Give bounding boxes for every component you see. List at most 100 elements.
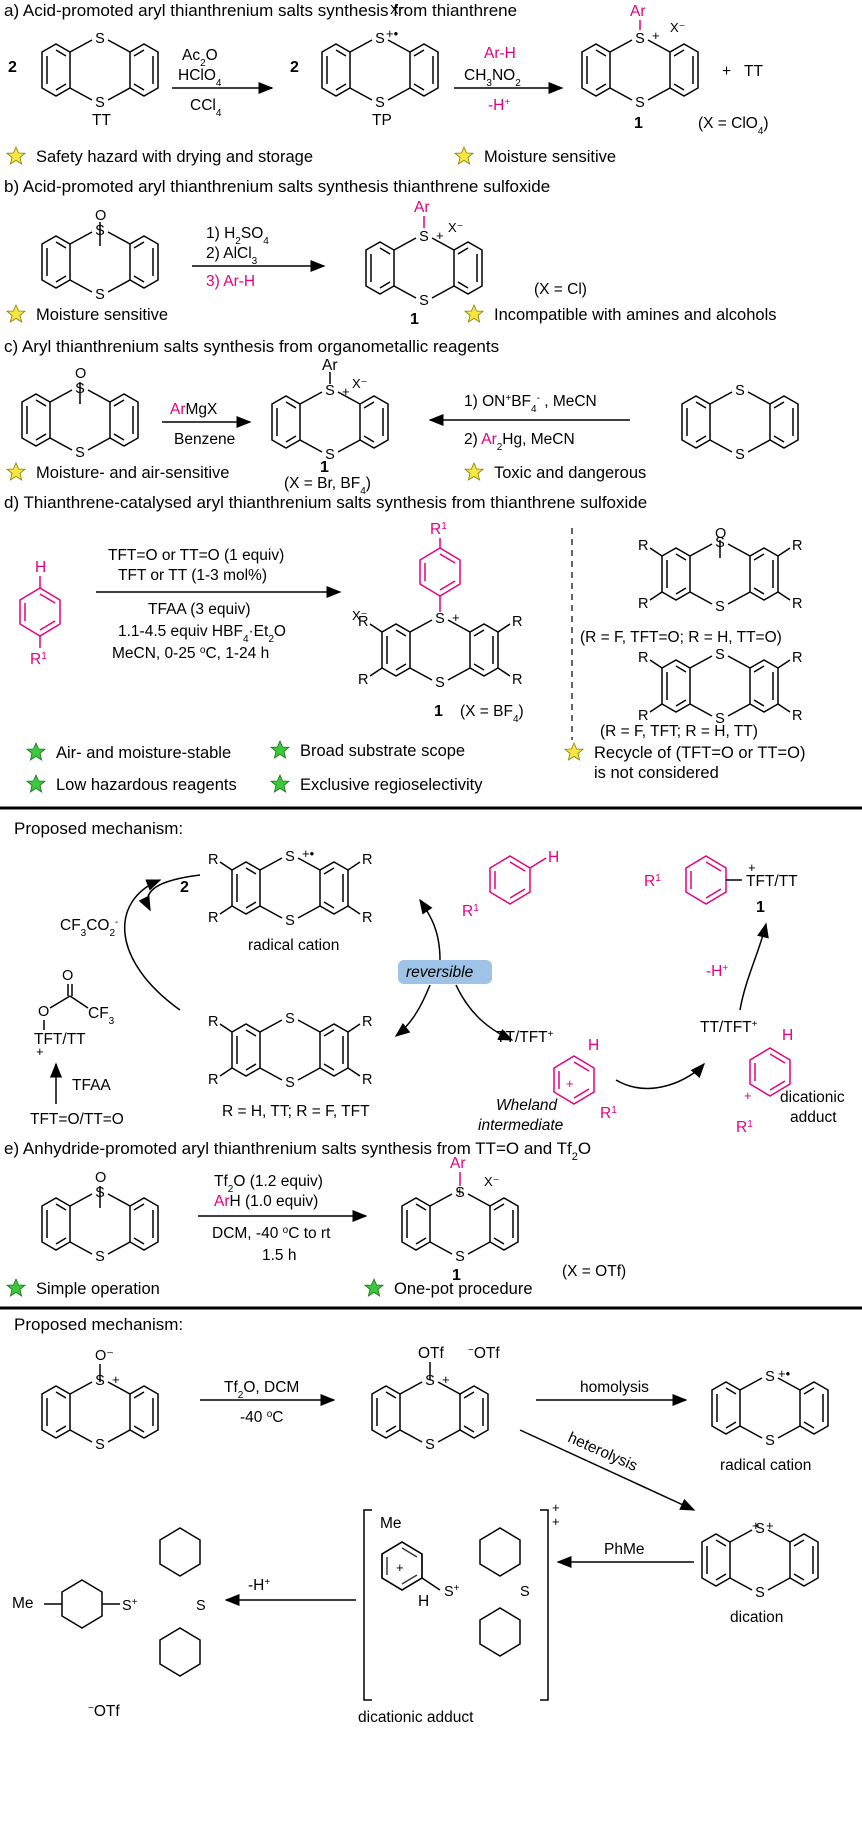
compound-1-e: 1 [452,1267,461,1284]
svg-text:Me: Me [380,1515,402,1532]
cat-d1: (R = F, TFT=O; R = H, TT=O) [580,629,782,646]
reagent-armgx: ArMgX [170,401,218,418]
step-c1: 1) ON+BF4- , MeCN [464,393,597,415]
compound-1-mech1: 1 [756,899,765,916]
coef-2-left: 2 [8,59,17,76]
svg-text:Ar: Ar [450,1155,466,1172]
mech2-radical-cation: radical cation [720,1457,811,1474]
svg-text:O: O [75,366,86,382]
svg-text:O: O [95,208,106,224]
byproduct-tt: TT [744,63,763,80]
r-def-label: R = H, TT; R = F, TFT [222,1103,370,1120]
compound-1-c: 1 [320,459,329,476]
cat-d2: (R = F, TFT; R = H, TT) [600,723,758,740]
cond-d4: 1.1-4.5 equiv HBF4·Et2O [118,623,286,645]
coef-2-mid: 2 [290,59,299,76]
x-cl: (X = Cl) [534,281,587,298]
step-b2: 2) AlCl3 [206,245,258,267]
note-c2: Toxic and dangerous [494,464,646,482]
dicationic-label: dicationic [780,1089,845,1106]
section-e-title: e) Anhydride-promoted aryl thianthrenium… [4,1139,591,1163]
svg-text:Ar: Ar [322,357,338,374]
mech1-title: Proposed mechanism: [14,819,183,838]
tfaa-label: TFAA [72,1077,111,1094]
svg-text:+: + [552,1500,560,1515]
note-b2: Incompatible with amines and alcohols [494,306,777,324]
reagent-ac2o: Ac2O [182,47,218,69]
svg-text:+: + [766,1518,774,1533]
x-br-bf4: (X = Br, BF4) [284,475,371,497]
svg-text:O⁻: O⁻ [95,1348,114,1364]
note-d3b: is not considered [594,764,719,782]
adduct-label: adduct [790,1109,837,1126]
svg-text:+: + [744,1088,752,1103]
solvent-ch3no2: CH3NO2 [464,67,521,89]
svg-text:+: + [652,28,660,43]
minus-h-mech2: -H+ [248,1577,270,1595]
svg-text:+: + [456,1184,464,1199]
svg-text:R1: R1 [430,521,447,539]
dication-label: dication [730,1609,783,1626]
svg-text:S+: S+ [444,1583,460,1601]
svg-text:+•: +• [778,1366,791,1381]
minus-h-mech1: -H+ [706,963,728,981]
x-clo4: (X = ClO4) [698,115,769,137]
svg-text:Ar: Ar [414,199,430,216]
phme-label: PhMe [604,1541,645,1558]
cond-d1: TFT=O or TT=O (1 equiv) [108,547,284,564]
section-d-title: d) Thianthrene-catalysed aryl thianthren… [4,493,647,512]
compound-1-a: 1 [634,115,643,132]
cf3co2-minus: CF3CO2- [60,917,118,939]
final-otf: −OTf [88,1703,120,1721]
svg-text:+: + [752,1518,760,1533]
note-c1: Moisture- and air-sensitive [36,464,230,482]
svg-text:S: S [520,1584,530,1600]
svg-text:+: + [36,1044,44,1059]
svg-text:+•: +• [302,846,315,861]
svg-text:R1: R1 [600,1105,617,1123]
note-d5: Exclusive regioselectivity [300,776,483,794]
radical-cation-label: radical cation [248,937,339,954]
svg-text:X⁻: X⁻ [448,220,464,235]
note-a2: Moisture sensitive [484,148,616,166]
svg-text:X⁻: X⁻ [484,1174,500,1189]
mech2-reagent: Tf2O, DCM [224,1379,299,1401]
svg-text:X⁻: X⁻ [670,20,686,35]
svg-text:H: H [548,849,559,866]
note-d3: Recycle of (TFT=O or TT=O) [594,744,805,762]
note-d2: Broad substrate scope [300,742,465,760]
x-bf4: (X = BF4) [460,703,524,725]
solvent-benzene: Benzene [174,431,235,448]
svg-text:O: O [715,526,726,542]
svg-text:S+: S+ [122,1597,138,1615]
note-b1: Moisture sensitive [36,306,168,324]
cond-e4: 1.5 h [262,1247,296,1264]
mech1-coef: 2 [180,879,189,896]
svg-text:+: + [566,1076,574,1091]
tfa-cf3: CF3 [88,1005,115,1027]
minus-h-a: -H+ [488,97,510,115]
step-c2: 2) Ar2Hg, MeCN [464,431,575,453]
svg-text:O: O [38,1004,49,1020]
svg-text:R1: R1 [644,873,661,891]
svg-text:+: + [436,228,444,243]
wheland-label-2: intermediate [478,1117,564,1134]
reversible-label: reversible [406,964,474,981]
wheland-label-1: Wheland [496,1097,559,1114]
reagent-ccl4: CCl4 [190,97,222,119]
svg-text:X⁻: X⁻ [390,2,406,17]
svg-text:S: S [196,1598,206,1614]
svg-text:R1: R1 [462,903,479,921]
svg-text:H: H [35,559,46,576]
cond-d2: TFT or TT (1-3 mol%) [118,567,267,584]
cond-e3: DCM, -40 oC to rt [212,1225,331,1243]
tft-tt-ester: TFT/TT [34,1031,86,1048]
section-b-title: b) Acid-promoted aryl thianthrenium salt… [4,177,550,196]
svg-text:+: + [552,1514,560,1529]
svg-text:+: + [748,860,756,875]
svg-text:X⁻: X⁻ [352,376,368,391]
svg-text:+: + [342,384,350,399]
compound-1-d: 1 [434,703,443,720]
svg-text:X⁻: X⁻ [352,608,368,623]
